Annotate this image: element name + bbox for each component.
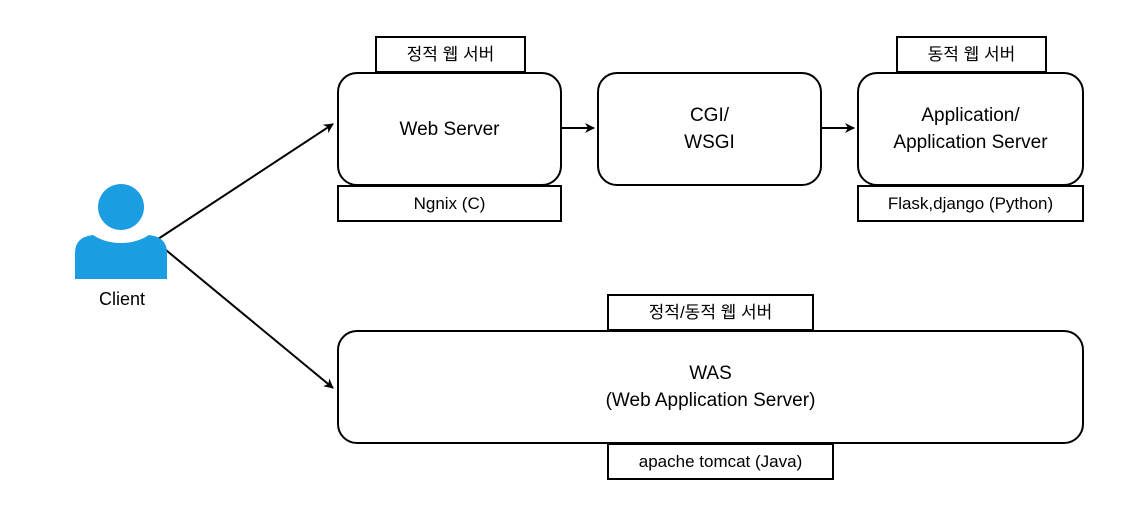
user-icon: [75, 184, 167, 279]
static-dynamic-web-server-tag-text: 정적/동적 웹 서버: [648, 302, 773, 322]
was-label: WAS (Web Application Server): [605, 363, 816, 411]
dynamic-web-server-tag: 동적 웹 서버: [896, 36, 1047, 73]
apache-tomcat-tag: apache tomcat (Java): [607, 443, 834, 480]
arrow-client-to-web-server: [154, 123, 334, 242]
dynamic-web-server-tag-text: 동적 웹 서버: [927, 44, 1016, 64]
application-server-box: Application/ Application Server: [857, 72, 1084, 186]
static-web-server-tag: 정적 웹 서버: [375, 36, 526, 73]
static-web-server-tag-text: 정적 웹 서버: [406, 44, 495, 64]
web-server-box: Web Server: [337, 72, 562, 186]
static-dynamic-web-server-tag: 정적/동적 웹 서버: [607, 294, 814, 331]
flask-django-tag-text: Flask,django (Python): [887, 193, 1054, 213]
nginx-tag-text: Ngnix (C): [413, 193, 486, 213]
nginx-tag: Ngnix (C): [337, 185, 562, 222]
cgi-wsgi-label: CGI/ WSGI: [684, 105, 735, 153]
flask-django-tag: Flask,django (Python): [857, 185, 1084, 222]
apache-tomcat-tag-text: apache tomcat (Java): [638, 451, 803, 471]
arrow-client-to-was: [154, 240, 334, 389]
client-label: Client: [98, 289, 146, 309]
cgi-wsgi-box: CGI/ WSGI: [597, 72, 822, 186]
application-server-label: Application/ Application Server: [893, 105, 1048, 153]
was-box: WAS (Web Application Server): [337, 330, 1084, 444]
web-server-label: Web Server: [399, 118, 500, 140]
